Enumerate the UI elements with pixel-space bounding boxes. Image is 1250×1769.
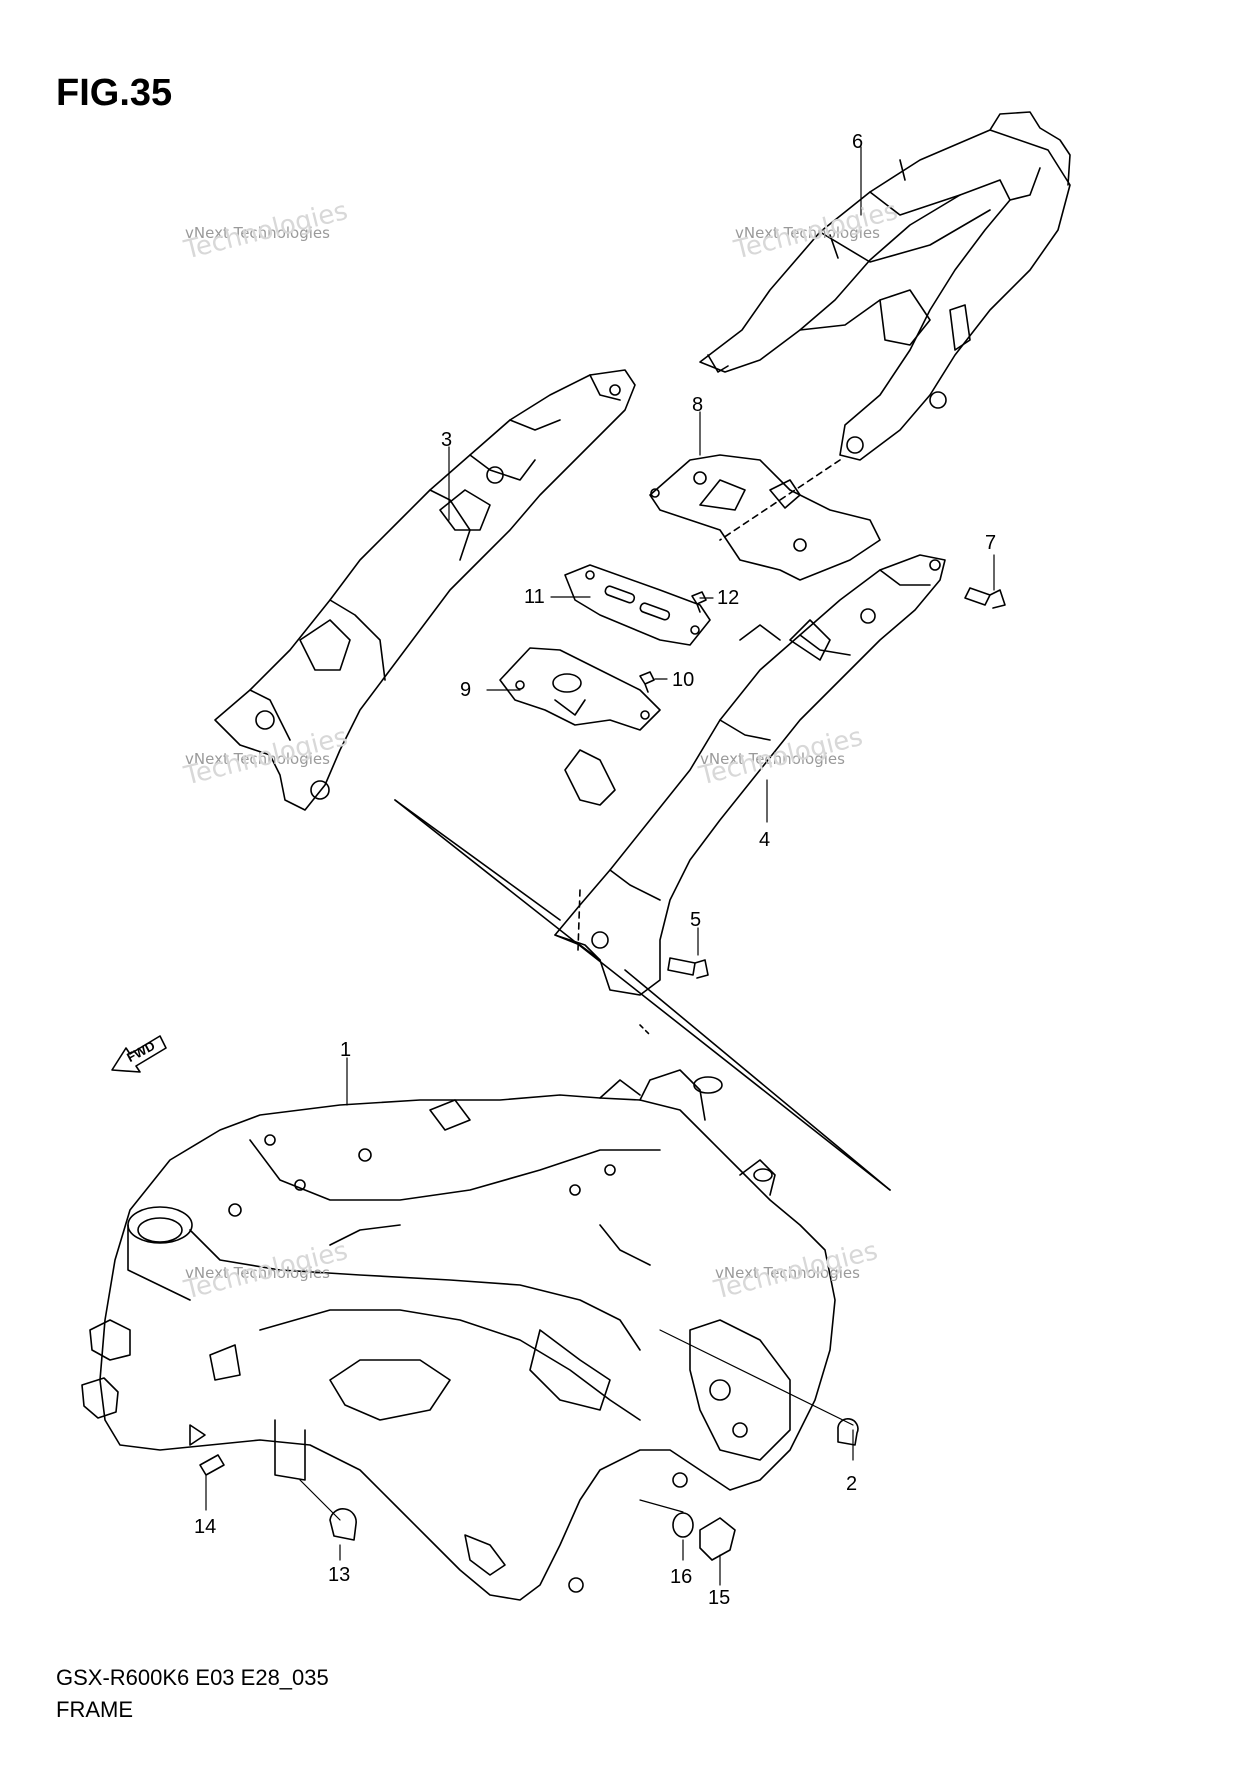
callout-15: 15 — [708, 1587, 731, 1609]
part-3-left-rail — [214, 369, 636, 811]
diagram-code: GSX-R600K6 E03 E28_035 — [56, 1665, 329, 1690]
assembly-leader-lines — [394, 459, 891, 1191]
callout-16: 16 — [670, 1566, 693, 1588]
callout-8: 8 — [692, 394, 704, 416]
callout-12: 12 — [717, 587, 740, 609]
callout-11: 11 — [524, 586, 545, 608]
callout-3: 3 — [441, 429, 453, 451]
callout-5: 5 — [690, 909, 702, 931]
callout-6: 6 — [852, 131, 864, 153]
callout-7: 7 — [985, 532, 997, 554]
diagram-name: FRAME — [56, 1697, 133, 1722]
callout-9: 9 — [460, 679, 472, 701]
fasteners — [199, 587, 1006, 1561]
part-1-main-frame — [81, 1069, 836, 1601]
callout-4: 4 — [759, 829, 771, 851]
part-4-right-rail — [554, 554, 946, 996]
callout-10: 10 — [672, 669, 695, 691]
callout-13: 13 — [328, 1564, 351, 1586]
callout-1: 1 — [340, 1039, 352, 1061]
part-9-plate — [499, 647, 661, 731]
figure-title: FIG.35 — [56, 72, 173, 114]
callout-leaders — [205, 146, 995, 1586]
part-11-plate — [564, 564, 711, 646]
callout-14: 14 — [194, 1516, 217, 1538]
part-8-bracket — [649, 454, 881, 581]
fwd-arrow-icon — [111, 1035, 167, 1073]
callout-2: 2 — [846, 1473, 858, 1495]
part-6-seat-rail — [699, 111, 1071, 461]
